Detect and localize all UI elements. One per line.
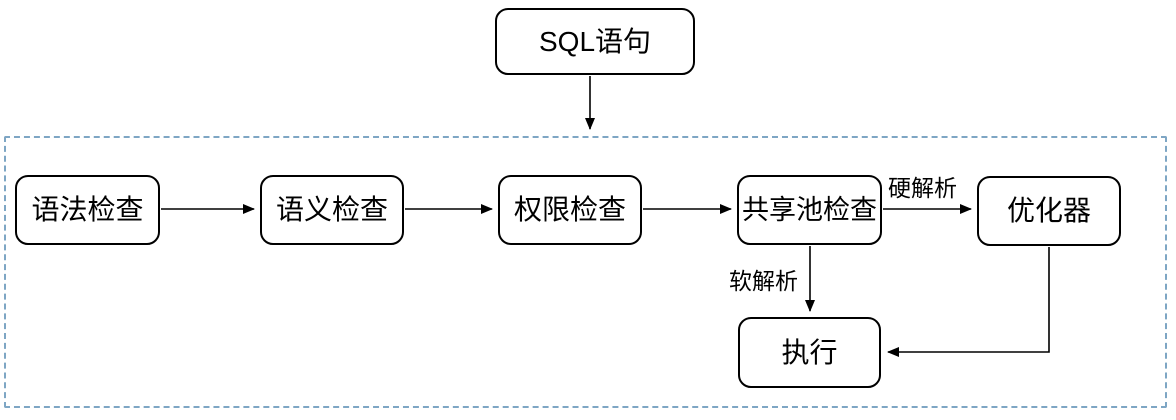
node-shared-pool-check-label: 共享池检查 — [742, 194, 877, 225]
node-optimizer: 优化器 — [977, 176, 1121, 246]
edge-optimizer-to-execute — [887, 247, 1050, 357]
edge-label-soft-parse: 软解析 — [729, 268, 798, 294]
edge-label-hard-parse: 硬解析 — [888, 175, 957, 201]
node-privilege-check: 权限检查 — [498, 175, 642, 245]
node-execute-label: 执行 — [781, 336, 838, 368]
node-semantic-check-label: 语义检查 — [275, 194, 388, 225]
node-syntax-check: 语法检查 — [15, 175, 160, 245]
node-execute: 执行 — [738, 317, 881, 388]
node-sql-statement-label: SQL语句 — [538, 25, 652, 57]
node-syntax-check-label: 语法检查 — [31, 194, 144, 225]
node-privilege-check-label: 权限检查 — [513, 194, 626, 225]
parse-stage-dashed-container — [4, 136, 1167, 408]
node-shared-pool-check: 共享池检查 — [737, 175, 882, 245]
node-semantic-check: 语义检查 — [260, 175, 404, 245]
node-optimizer-label: 优化器 — [1006, 195, 1091, 226]
node-sql-statement: SQL语句 — [495, 8, 695, 75]
